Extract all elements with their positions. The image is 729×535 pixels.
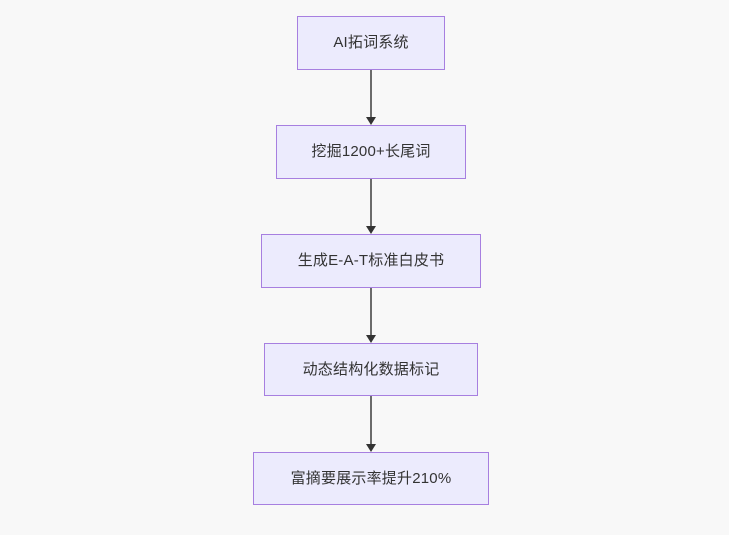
flowchart-node-rich-snippet-result[interactable]: 富摘要展示率提升210% xyxy=(253,452,489,505)
connector-arrow-2 xyxy=(365,179,377,234)
connector-arrow-3 xyxy=(365,288,377,343)
connector-line xyxy=(370,70,372,118)
flowchart-node-longtail-keywords[interactable]: 挖掘1200+长尾词 xyxy=(276,125,466,179)
flowchart-node-ai-keyword-system[interactable]: AI拓词系统 xyxy=(297,16,445,70)
flowchart-node-label: 富摘要展示率提升210% xyxy=(290,469,452,487)
flowchart-node-label: 挖掘1200+长尾词 xyxy=(311,143,431,160)
flowchart-node-label: 动态结构化数据标记 xyxy=(302,360,440,378)
flowchart-node-label: AI拓词系统 xyxy=(333,34,409,51)
flowchart-node-structured-data-markup[interactable]: 动态结构化数据标记 xyxy=(264,343,478,396)
connector-line xyxy=(370,288,372,336)
arrowhead-icon xyxy=(366,335,376,343)
arrowhead-icon xyxy=(366,226,376,234)
connector-line xyxy=(370,179,372,227)
arrowhead-icon xyxy=(366,444,376,452)
connector-arrow-4 xyxy=(365,396,377,452)
connector-line xyxy=(370,396,372,445)
flowchart-node-label: 生成E-A-T标准白皮书 xyxy=(297,252,445,269)
flowchart-node-eat-whitepaper[interactable]: 生成E-A-T标准白皮书 xyxy=(261,234,481,288)
arrowhead-icon xyxy=(366,117,376,125)
connector-arrow-1 xyxy=(365,70,377,125)
